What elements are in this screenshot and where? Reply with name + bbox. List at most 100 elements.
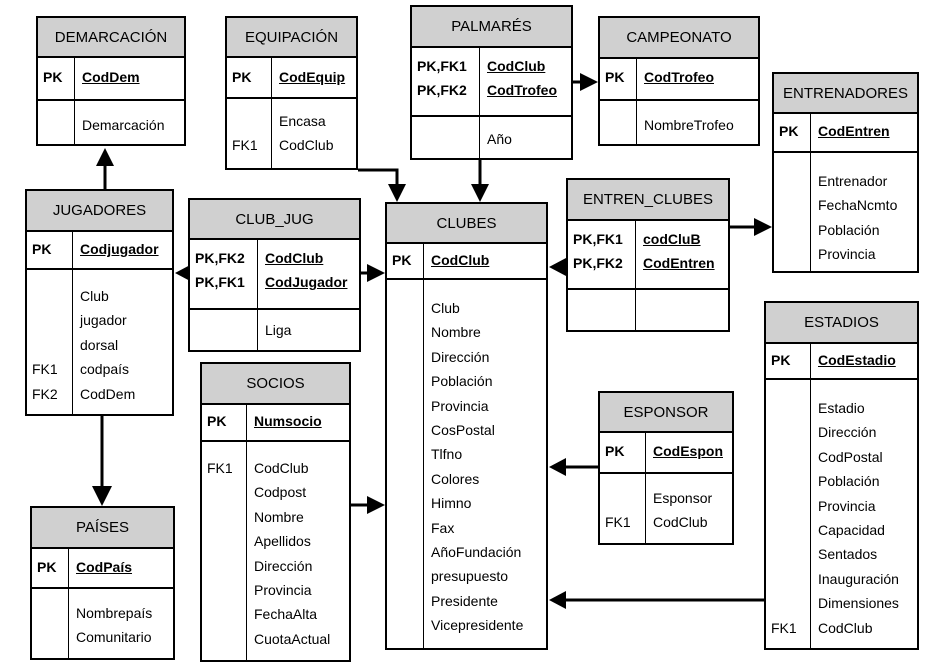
pk-field: CodJugador (265, 274, 348, 291)
attribute-field: CodClub (279, 137, 334, 154)
attribute-field: Colores (431, 470, 480, 487)
attribute-field: Comunitario (76, 629, 152, 646)
entity-title: PALMARÉS (412, 7, 571, 48)
attributes-row: NombreTrofeo (600, 101, 758, 144)
pk-field: CodClub (265, 250, 324, 266)
foreign-key-labels: FK1 (605, 510, 631, 534)
key-labels: PK (392, 248, 411, 272)
entity-title: EQUIPACIÓN (227, 18, 356, 58)
column-divider (810, 112, 811, 271)
attribute-field: CodDem (80, 385, 136, 402)
key-labels: PK (779, 119, 798, 143)
entity-title: JUGADORES (27, 191, 172, 232)
attribute-field: Fax (431, 519, 455, 536)
entity-title: ESPONSOR (600, 393, 732, 433)
attribute-field: CuotaActual (254, 630, 331, 647)
pk-field: CodClub (431, 252, 490, 268)
key-label: PK (32, 241, 52, 257)
attribute-field: Nombre (431, 324, 481, 341)
key-label: PK,FK2 (195, 250, 245, 266)
entity-title: PAÍSES (32, 508, 173, 549)
key-labels: PK (771, 348, 790, 372)
primary-key-fields: CodEquip (279, 65, 345, 89)
key-label: PK (392, 252, 412, 268)
key-label: PK,FK1 (195, 274, 245, 290)
attribute-field: Presidente (431, 592, 498, 609)
attribute-field: presupuesto (431, 568, 509, 585)
key-labels: PK (37, 555, 56, 579)
attribute-field: Tlfno (431, 446, 463, 463)
pk-field: CodDem (82, 69, 140, 85)
primary-key-fields: CodEstadio (818, 348, 896, 372)
pk-field: CodPaís (76, 559, 133, 575)
attribute-field: Encasa (279, 113, 326, 129)
arrowhead-clubes-clubjug (367, 264, 385, 282)
attribute-field: CodClub (818, 619, 873, 636)
primary-key-row: PK Numsocio (202, 403, 349, 442)
attribute-field: Dirección (818, 424, 877, 441)
attribute-field: Provincia (818, 246, 876, 263)
attribute-field: Himno (431, 495, 472, 512)
attribute-fields: Año (487, 127, 512, 151)
primary-key-row: PK CodDem (38, 56, 184, 101)
key-label: PK (779, 123, 799, 139)
entity-title: CLUBES (387, 204, 546, 244)
fk-label: FK1 (771, 619, 797, 636)
attributes-row (568, 290, 728, 330)
pk-field: CodTrofeo (487, 82, 557, 99)
primary-key-fields: Numsocio (254, 409, 322, 433)
pk-field: Codjugador (80, 241, 159, 257)
column-divider (645, 431, 646, 543)
attribute-field: CodPostal (818, 448, 883, 465)
primary-key-row: PK CodClub (387, 242, 546, 280)
attribute-field: Entrenador (818, 173, 888, 189)
attribute-field: Provincia (431, 397, 489, 414)
arrowhead-paises (92, 486, 112, 506)
foreign-key-labels: FK1 (771, 616, 797, 640)
arrowhead-clubes-entrenclubes (549, 258, 566, 276)
pk-field: CodEquip (279, 69, 346, 85)
key-labels: PK (207, 409, 226, 433)
pk-field: codCluB (643, 231, 701, 247)
attribute-field: Club (431, 300, 460, 316)
attribute-fields: NombreTrofeo (644, 113, 734, 137)
key-labels: PK (605, 65, 624, 89)
key-labels: PK (605, 439, 624, 463)
entity-title: SOCIOS (202, 364, 349, 405)
attribute-field: codpaís (80, 361, 130, 378)
attribute-field: Provincia (818, 497, 876, 514)
column-divider (423, 242, 424, 648)
entity-title: ENTREN_CLUBES (568, 180, 728, 221)
key-label: PK (207, 413, 227, 429)
attribute-field: Nombrepaís (76, 605, 153, 621)
attribute-field: NombreTrofeo (644, 117, 734, 133)
key-labels: PK (43, 65, 62, 89)
column-divider (257, 238, 258, 350)
attribute-field: FechaAlta (254, 606, 318, 623)
arrowhead-jugadores (175, 264, 192, 282)
attribute-field: Población (818, 473, 880, 490)
pk-field: CodEntren (818, 123, 890, 139)
entity-title: CLUB_JUG (190, 200, 359, 240)
attribute-field: Vicepresidente (431, 617, 524, 634)
attribute-field: CodClub (254, 460, 309, 476)
